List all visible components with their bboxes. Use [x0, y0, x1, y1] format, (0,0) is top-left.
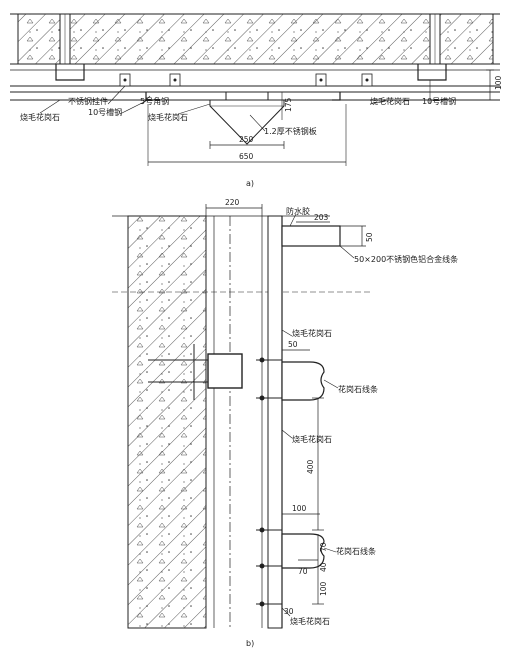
channel-steel-left	[55, 64, 85, 81]
label-b-waterproof: 防水胶	[286, 206, 310, 216]
label-b-strip-1: 花岗石线条	[338, 384, 378, 394]
dim-a-250: 250	[239, 135, 254, 144]
dim-b-70-b: 70	[298, 567, 308, 576]
caption-a: a)	[246, 179, 254, 188]
label-b-granite-3: 烧毛花岗石	[290, 616, 330, 626]
label-a-angle-5: 5号角钢	[140, 96, 169, 106]
dim-a-175: 175	[284, 97, 293, 112]
label-a-channel-10-right: 10号槽钢	[422, 96, 456, 106]
dim-b-400: 400	[306, 459, 315, 474]
label-b-granite-1: 烧毛花岗石	[292, 328, 332, 338]
dim-b-40: 40	[319, 562, 328, 572]
label-a-ss-plate: 1.2厚不锈钢板	[264, 126, 317, 136]
label-b-strip-2: 花岗石线条	[336, 546, 376, 556]
figure-b: 220 203 50 50 400 100 70 70 40 100 30 防水…	[112, 198, 458, 648]
dim-b-50-top: 50	[365, 232, 374, 242]
dim-b-30: 30	[284, 607, 294, 616]
channel-steel-right	[417, 64, 447, 81]
dim-b-100-a: 100	[292, 504, 307, 513]
label-a-ss-bolt: 不锈钢挂件	[68, 96, 108, 106]
aluminium-strip	[281, 225, 341, 247]
label-a-channel-10: 10号槽钢	[88, 107, 122, 117]
dim-a-100: 100	[494, 75, 503, 90]
figure-a: 100 175 250 650 烧毛花岗石 不锈钢挂件 10号槽钢 5号角钢	[10, 13, 503, 188]
granite-moulding-1	[281, 361, 325, 401]
anchor-bolts	[256, 357, 282, 607]
dim-b-203: 203	[314, 213, 329, 222]
ss-clips	[119, 73, 373, 87]
dim-b-50: 50	[288, 340, 298, 349]
label-b-granite-2: 烧毛花岗石	[292, 434, 332, 444]
label-a-granite-right: 烧毛花岗石	[370, 96, 410, 106]
dim-a-650: 650	[239, 152, 254, 161]
granite-line-section	[209, 92, 285, 145]
label-b-strip-top: 50×200不锈钢色铝合金线条	[354, 254, 458, 264]
caption-b: b)	[246, 639, 254, 648]
dim-b-220: 220	[225, 198, 240, 207]
granite-moulding-2	[281, 533, 325, 569]
dim-b-100-b: 100	[319, 581, 328, 596]
steel-bracket	[148, 344, 243, 400]
dim-b-70-a: 70	[319, 542, 328, 552]
label-a-granite-line: 烧毛花岗石	[148, 112, 188, 122]
label-a-granite-left: 烧毛花岗石	[20, 112, 60, 122]
